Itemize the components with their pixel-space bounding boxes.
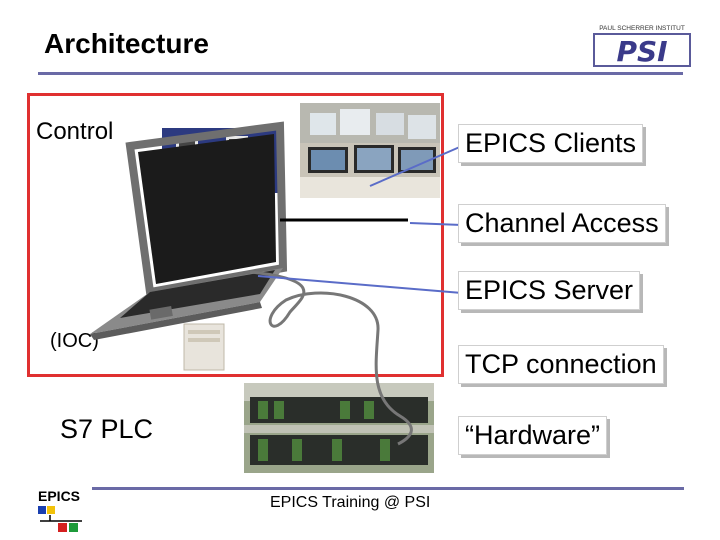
psi-logo-caption: PAUL SCHERRER INSTITUT — [599, 25, 685, 32]
ioc-computer-photo — [183, 323, 225, 371]
slide-title: Architecture — [44, 28, 209, 59]
callout-epics-server: EPICS Server — [458, 271, 641, 310]
plc-label: S7 PLC — [60, 414, 154, 444]
ioc-label: (IOC) — [50, 330, 99, 352]
callout-hardware: “Hardware” — [458, 416, 608, 455]
callout-channel-access: Channel Access — [458, 204, 666, 243]
psi-logo-mark: PSI — [616, 35, 667, 68]
control-label: Control — [36, 118, 114, 145]
epics-logo-text: EPICS — [38, 488, 81, 504]
title-divider — [38, 72, 683, 75]
epics-logo-icon — [38, 506, 82, 532]
leader-epics-server — [257, 275, 463, 294]
leader-channel-access — [409, 222, 463, 226]
epics-scope-highlight — [27, 93, 444, 377]
laptop-photo — [90, 121, 288, 340]
footer-divider — [92, 487, 684, 490]
callout-tcp-connection: TCP connection — [458, 345, 664, 384]
ethernet-cable — [249, 270, 413, 446]
plc-rack-photo — [244, 383, 434, 473]
control-room-photo — [300, 103, 440, 198]
psi-logo: PAUL SCHERRER INSTITUT PSI — [593, 25, 691, 68]
callout-epics-clients: EPICS Clients — [458, 124, 644, 163]
leader-epics-clients — [369, 145, 463, 187]
footer-text: EPICS Training @ PSI — [270, 494, 431, 511]
